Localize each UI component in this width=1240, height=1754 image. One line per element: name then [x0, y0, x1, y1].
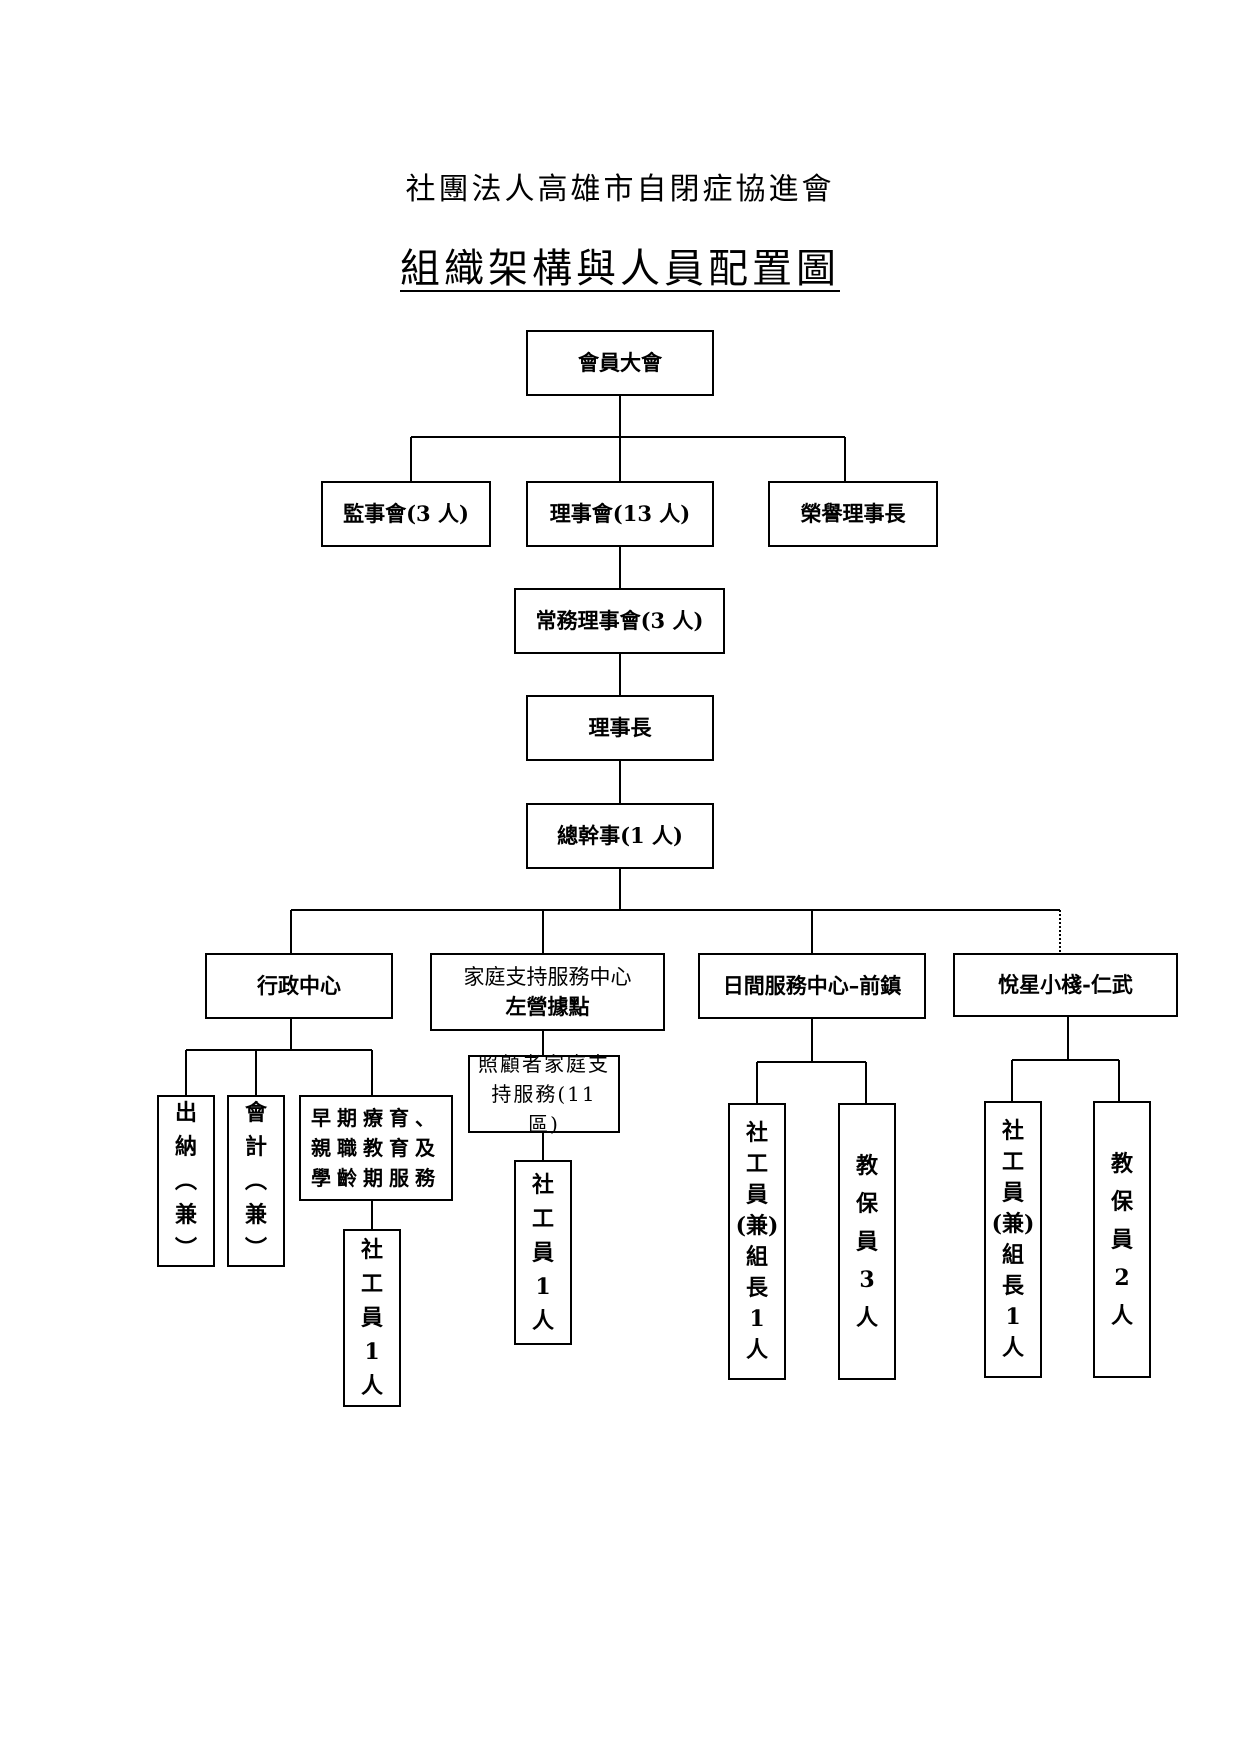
family-center-line2: 左營據點 — [505, 994, 590, 1019]
node-day-center: 日間服務中心–前鎮 — [698, 953, 926, 1019]
node-secretary-general: 總幹事(1 人) — [526, 803, 714, 869]
organization-name: 社團法人高雄市自閉症協進會 — [405, 172, 835, 207]
node-board: 理事會(13 人) — [526, 481, 714, 547]
node-chairman: 理事長 — [526, 695, 714, 761]
node-yuexing: 悅星小棧-仁武 — [953, 953, 1178, 1017]
chart-title: 組織架構與人員配置圖 — [0, 236, 1240, 294]
node-yuexing-social-worker: 社 工 員 (兼) 組 長 1 人 — [984, 1101, 1042, 1378]
node-honorary-chair: 榮譽理事長 — [768, 481, 938, 547]
node-general-assembly: 會員大會 — [526, 330, 714, 396]
node-yuexing-teachers: 教 保 員 2 人 — [1093, 1101, 1151, 1378]
caregiver-social-worker-label: 社 工 員 1 人 — [532, 1171, 555, 1334]
ei-social-worker-label: 社 工 員 1 人 — [361, 1237, 384, 1399]
node-admin-center: 行政中心 — [205, 953, 393, 1019]
day-social-worker-label: 社 工 員 (兼) 組 長 1 人 — [735, 1119, 779, 1363]
chart-title-text: 組織架構與人員配置圖 — [400, 246, 840, 292]
accountant-label: 會 計 ︵ 兼 ︶ — [245, 1100, 268, 1262]
node-ei-social-worker: 社 工 員 1 人 — [343, 1229, 401, 1407]
cashier-label: 出 納 ︵ 兼 ︶ — [175, 1100, 198, 1262]
family-center-line1: 家庭支持服務中心 — [463, 965, 632, 989]
node-cashier: 出 納 ︵ 兼 ︶ — [157, 1095, 215, 1267]
node-day-teachers: 教 保 員 3 人 — [838, 1103, 896, 1380]
node-supervisors: 監事會(3 人) — [321, 481, 491, 547]
node-family-center: 家庭支持服務中心 左營據點 — [430, 953, 665, 1031]
node-caregiver-social-worker: 社 工 員 1 人 — [514, 1160, 572, 1345]
yuexing-social-worker-label: 社 工 員 (兼) 組 長 1 人 — [991, 1117, 1035, 1361]
node-accountant: 會 計 ︵ 兼 ︶ — [227, 1095, 285, 1267]
yuexing-teachers-label: 教 保 員 2 人 — [1111, 1150, 1134, 1329]
node-early-intervention: 早期療育、親職教育及學齡期服務 — [299, 1095, 453, 1201]
day-teachers-label: 教 保 員 3 人 — [856, 1152, 879, 1331]
node-standing-board: 常務理事會(3 人) — [514, 588, 725, 654]
node-day-social-worker: 社 工 員 (兼) 組 長 1 人 — [728, 1103, 786, 1380]
node-caregiver-service: 照顧者家庭支持服務(11 區) — [468, 1052, 620, 1136]
